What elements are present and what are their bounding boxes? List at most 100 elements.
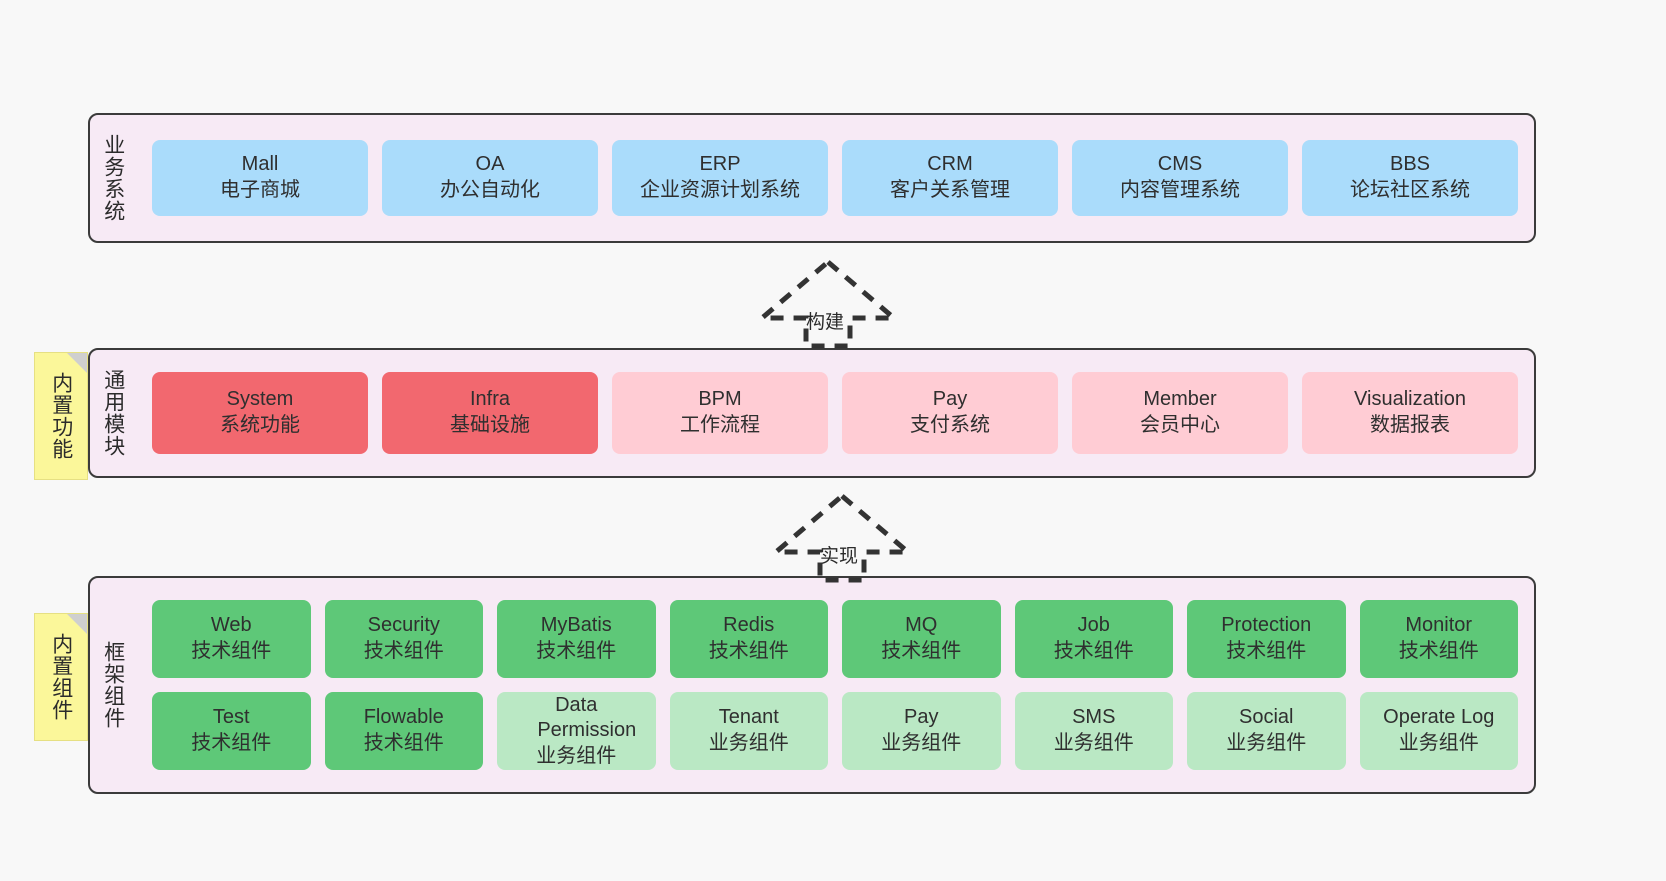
card-cms[interactable]: CMS 内容管理系统 xyxy=(1072,140,1288,216)
card-protection-desc: 技术组件 xyxy=(1226,640,1307,662)
implement-arrow-label: 实现 xyxy=(820,546,859,567)
framework-row-technical: Web 技术组件 Security 技术组件 MyBatis 技术组件 Redi… xyxy=(152,600,1518,678)
card-protection[interactable]: Protection 技术组件 xyxy=(1187,600,1346,678)
card-test-name: Test xyxy=(212,706,250,729)
card-monitor-name: Monitor xyxy=(1405,614,1473,637)
card-redis-name: Redis xyxy=(723,614,775,637)
card-protection-name: Protection xyxy=(1221,614,1312,637)
card-bpm-name: BPM xyxy=(698,388,742,411)
card-tenant-desc: 业务组件 xyxy=(708,732,789,754)
layer-common-modules: 通用模块 System 系统功能 Infra 基础设施 BPM 工作流程 Pay… xyxy=(88,348,1536,478)
framework-row-business: Test 技术组件 Flowable 技术组件 Data Permission … xyxy=(152,692,1518,770)
card-infra-name: Infra xyxy=(469,388,511,411)
card-erp-desc: 企业资源计划系统 xyxy=(640,179,800,201)
card-mq-desc: 技术组件 xyxy=(881,640,962,662)
implement-arrow-glyph xyxy=(769,492,915,583)
note-builtin-features-label: 内置功能 xyxy=(49,372,73,460)
card-mq[interactable]: MQ 技术组件 xyxy=(842,600,1001,678)
card-mybatis[interactable]: MyBatis 技术组件 xyxy=(497,600,656,678)
card-visualization[interactable]: Visualization 数据报表 xyxy=(1302,372,1518,454)
card-system-desc: 系统功能 xyxy=(220,414,300,436)
card-web[interactable]: Web 技术组件 xyxy=(152,600,311,678)
card-member[interactable]: Member 会员中心 xyxy=(1072,372,1288,454)
card-test[interactable]: Test 技术组件 xyxy=(152,692,311,770)
note-builtin-components-label: 内置组件 xyxy=(49,633,73,721)
card-member-name: Member xyxy=(1143,388,1217,411)
card-bbs-name: BBS xyxy=(1389,153,1431,176)
card-oa-name: OA xyxy=(475,153,505,176)
card-data-permission[interactable]: Data Permission 业务组件 xyxy=(497,692,656,770)
card-visualization-desc: 数据报表 xyxy=(1370,414,1450,436)
card-redis[interactable]: Redis 技术组件 xyxy=(669,600,828,678)
card-mq-name: MQ xyxy=(905,614,938,637)
card-monitor-desc: 技术组件 xyxy=(1398,640,1479,662)
layer-title-common-modules: 通用模块 xyxy=(101,369,125,457)
note-fold-icon xyxy=(67,353,87,373)
card-infra[interactable]: Infra 基础设施 xyxy=(382,372,598,454)
card-infra-desc: 基础设施 xyxy=(450,414,530,436)
card-pay-module[interactable]: Pay 支付系统 xyxy=(842,372,1058,454)
card-visualization-name: Visualization xyxy=(1354,388,1466,411)
card-tenant[interactable]: Tenant 业务组件 xyxy=(669,692,828,770)
card-monitor[interactable]: Monitor 技术组件 xyxy=(1359,600,1518,678)
card-mall-desc: 电子商城 xyxy=(220,179,300,201)
card-mall[interactable]: Mall 电子商城 xyxy=(152,140,368,216)
card-pay-module-desc: 支付系统 xyxy=(910,414,990,436)
card-security[interactable]: Security 技术组件 xyxy=(324,600,483,678)
card-crm-name: CRM xyxy=(927,153,973,176)
card-flowable-desc: 技术组件 xyxy=(363,732,444,754)
card-pay-component[interactable]: Pay 业务组件 xyxy=(842,692,1001,770)
build-arrow-glyph xyxy=(755,258,901,349)
card-tenant-name: Tenant xyxy=(718,706,779,729)
card-bpm-desc: 工作流程 xyxy=(680,414,760,436)
card-erp[interactable]: ERP 企业资源计划系统 xyxy=(612,140,828,216)
layer-framework-components: 框架组件 Web 技术组件 Security 技术组件 MyBatis 技术组件… xyxy=(88,576,1536,794)
card-cms-desc: 内容管理系统 xyxy=(1120,179,1240,201)
card-sms-name: SMS xyxy=(1072,706,1116,729)
card-test-desc: 技术组件 xyxy=(191,732,272,754)
card-flowable[interactable]: Flowable 技术组件 xyxy=(324,692,483,770)
note-builtin-features: 内置功能 xyxy=(34,352,88,480)
implement-arrow: 实现 xyxy=(769,492,915,584)
card-operate-log-desc: 业务组件 xyxy=(1398,732,1479,754)
card-redis-desc: 技术组件 xyxy=(708,640,789,662)
card-pay-component-desc: 业务组件 xyxy=(881,732,962,754)
card-web-name: Web xyxy=(210,614,252,637)
card-data-permission-name: Data Permission xyxy=(537,693,637,742)
card-job[interactable]: Job 技术组件 xyxy=(1014,600,1173,678)
card-mall-name: Mall xyxy=(241,153,279,176)
layer-body-business-systems: Mall 电子商城 OA 办公自动化 ERP 企业资源计划系统 CRM 客户关系… xyxy=(136,115,1534,241)
card-social[interactable]: Social 业务组件 xyxy=(1187,692,1346,770)
note-fold-icon xyxy=(67,614,87,634)
card-system[interactable]: System 系统功能 xyxy=(152,372,368,454)
layer-body-common-modules: System 系统功能 Infra 基础设施 BPM 工作流程 Pay 支付系统… xyxy=(136,350,1534,476)
card-operate-log-name: Operate Log xyxy=(1383,706,1495,729)
note-builtin-components: 内置组件 xyxy=(34,613,88,741)
card-bpm[interactable]: BPM 工作流程 xyxy=(612,372,828,454)
card-bbs[interactable]: BBS 论坛社区系统 xyxy=(1302,140,1518,216)
card-job-desc: 技术组件 xyxy=(1053,640,1134,662)
card-oa-desc: 办公自动化 xyxy=(440,179,540,201)
card-security-desc: 技术组件 xyxy=(363,640,444,662)
card-web-desc: 技术组件 xyxy=(191,640,272,662)
layer-title-business-systems: 业务系统 xyxy=(101,134,125,222)
card-sms[interactable]: SMS 业务组件 xyxy=(1014,692,1173,770)
card-erp-name: ERP xyxy=(699,153,741,176)
build-arrow: 构建 xyxy=(755,258,901,350)
layer-title-framework-components: 框架组件 xyxy=(101,641,125,729)
layer-body-framework-components: Web 技术组件 Security 技术组件 MyBatis 技术组件 Redi… xyxy=(136,578,1534,792)
card-data-permission-desc: 业务组件 xyxy=(536,744,617,767)
card-mybatis-name: MyBatis xyxy=(540,614,612,637)
layer-business-systems: 业务系统 Mall 电子商城 OA 办公自动化 ERP 企业资源计划系统 CRM… xyxy=(88,113,1536,243)
card-crm-desc: 客户关系管理 xyxy=(890,179,1010,201)
card-mybatis-desc: 技术组件 xyxy=(536,640,617,662)
build-arrow-label: 构建 xyxy=(806,312,845,333)
card-pay-module-name: Pay xyxy=(932,388,968,411)
card-oa[interactable]: OA 办公自动化 xyxy=(382,140,598,216)
card-sms-desc: 业务组件 xyxy=(1053,732,1134,754)
card-operate-log[interactable]: Operate Log 业务组件 xyxy=(1359,692,1518,770)
card-crm[interactable]: CRM 客户关系管理 xyxy=(842,140,1058,216)
card-cms-name: CMS xyxy=(1157,153,1203,176)
card-member-desc: 会员中心 xyxy=(1140,414,1220,436)
